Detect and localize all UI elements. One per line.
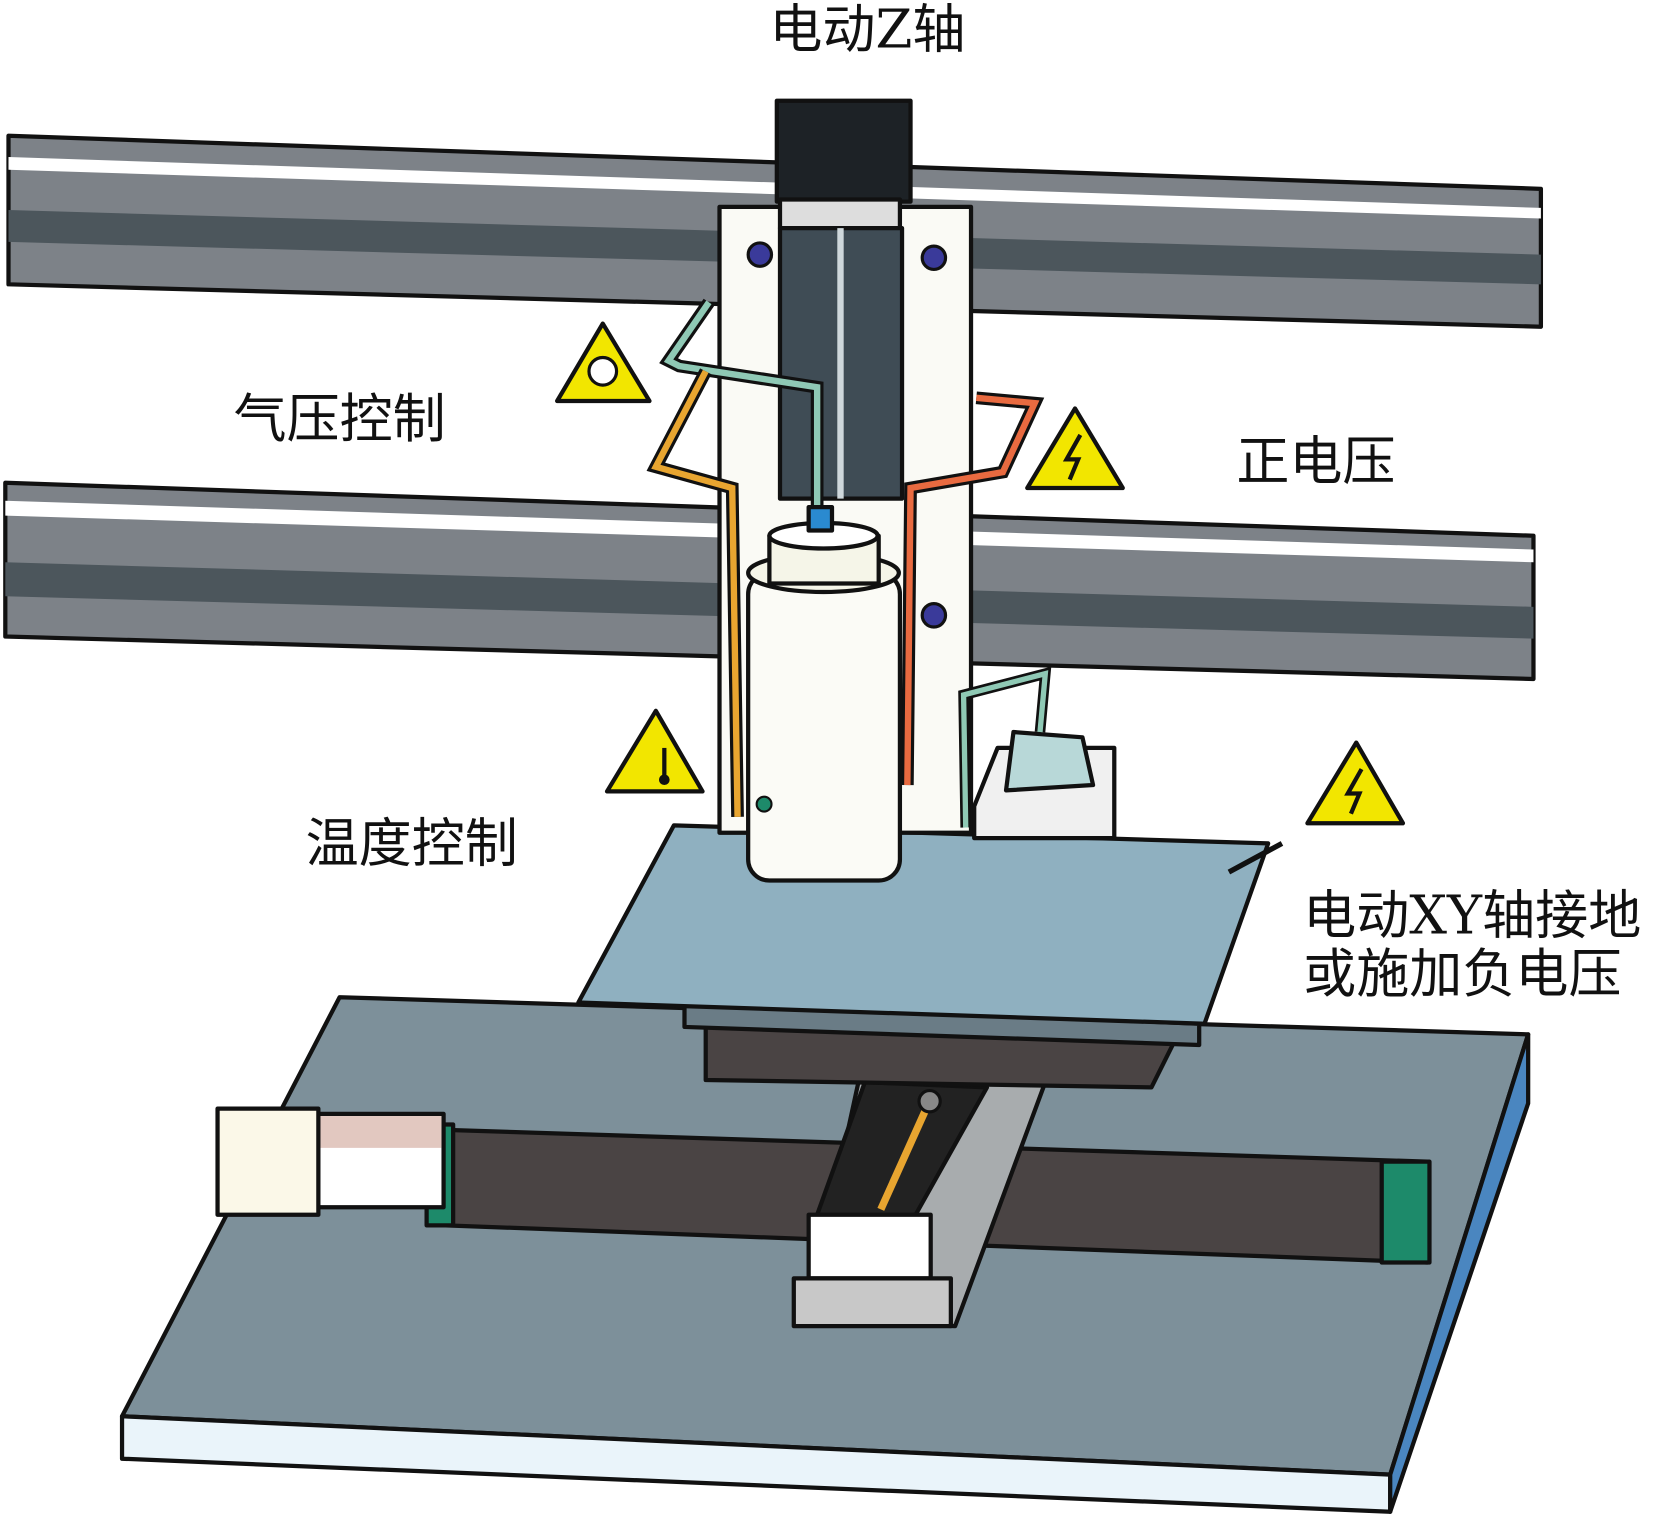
temperature-control-label: 温度控制 bbox=[306, 812, 518, 874]
temperature-warning-icon bbox=[604, 708, 705, 794]
syringe-heater bbox=[746, 504, 903, 883]
ground-wire bbox=[1227, 841, 1284, 875]
pressure-warning-icon bbox=[555, 321, 652, 404]
high-voltage-warning-icon bbox=[1025, 406, 1125, 491]
positive-voltage-label: 正电压 bbox=[1236, 431, 1395, 493]
ground-voltage-warning-icon bbox=[1305, 740, 1406, 826]
collector-plate bbox=[576, 823, 1271, 1026]
xy-axis-rail bbox=[215, 1074, 1432, 1329]
pressure-control-label: 气压控制 bbox=[233, 388, 445, 450]
z-axis-label: 电动Z轴 bbox=[769, 0, 965, 61]
xy-axis-label-line1: 电动XY轴接地 bbox=[1303, 885, 1641, 947]
xy-axis-label-line2: 或施加负电压 bbox=[1303, 943, 1621, 1005]
